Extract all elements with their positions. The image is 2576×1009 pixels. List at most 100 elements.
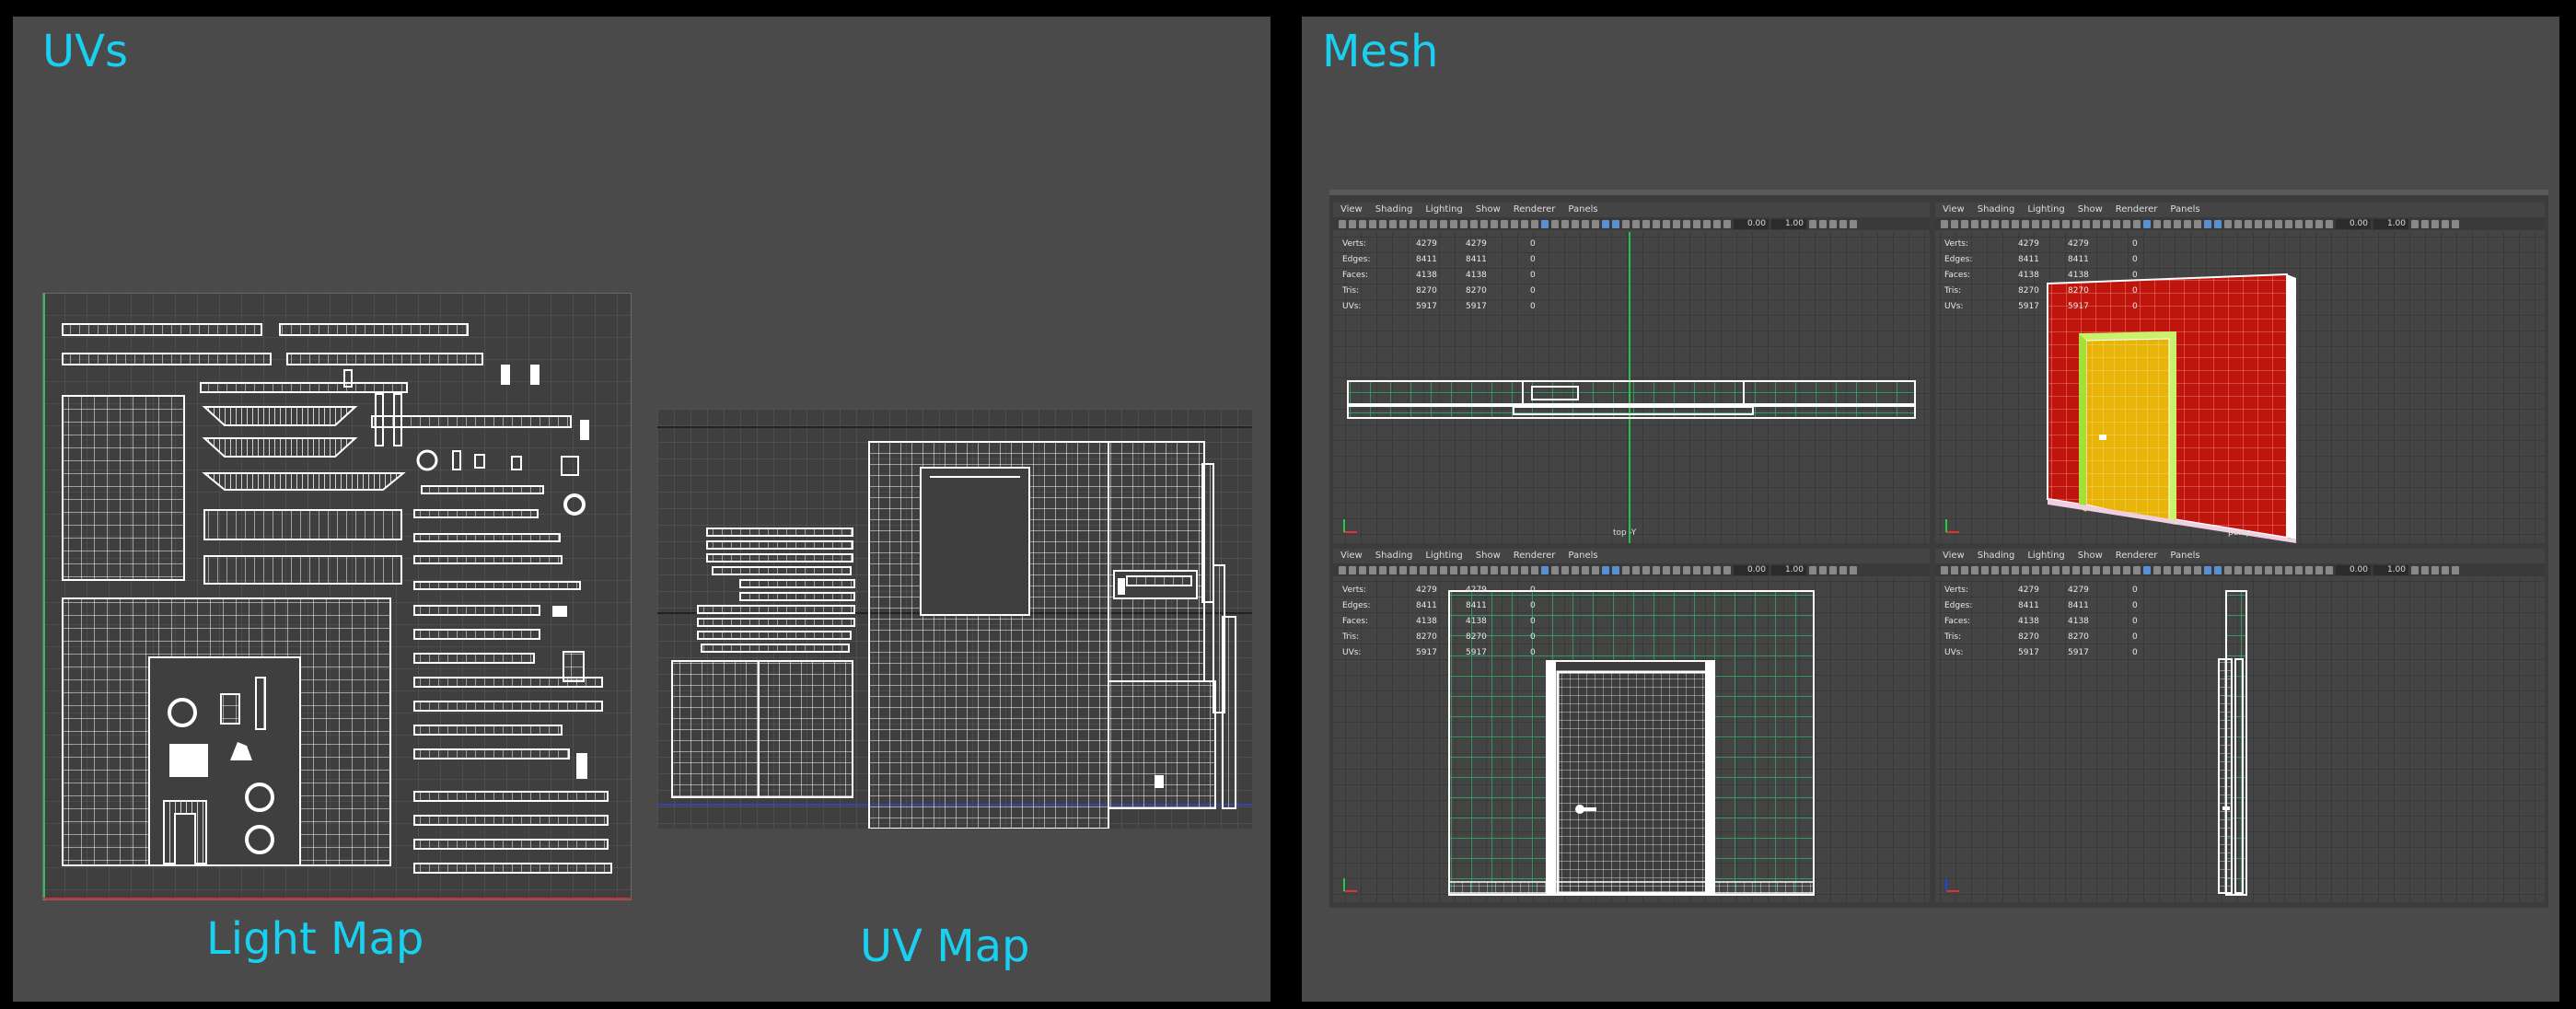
toolbar-icon[interactable]	[2214, 565, 2222, 574]
toolbar-icon[interactable]	[1440, 565, 1447, 574]
toolbar-icon[interactable]	[1491, 219, 1498, 228]
toolbar-icon[interactable]	[1632, 565, 1640, 574]
toolbar-icon[interactable]	[1541, 219, 1549, 228]
viewport-menu-shading[interactable]: Shading	[1375, 203, 1413, 215]
toolbar-icon[interactable]	[1551, 565, 1559, 574]
viewport-menu-renderer[interactable]: Renderer	[2115, 550, 2158, 561]
viewport-menu-show[interactable]: Show	[1475, 203, 1501, 215]
toolbar-icon[interactable]	[1693, 565, 1700, 574]
viewport-menu-renderer[interactable]: Renderer	[2115, 203, 2158, 215]
toolbar-icon[interactable]	[1480, 565, 1488, 574]
viewport-menu-shading[interactable]: Shading	[1977, 550, 2015, 561]
toolbar-icon[interactable]	[1602, 565, 1609, 574]
toolbar-icon[interactable]	[1551, 219, 1559, 228]
toolbar-icon[interactable]	[1819, 565, 1827, 574]
toolbar-icon[interactable]	[2452, 565, 2459, 574]
toolbar-icon[interactable]	[1653, 219, 1660, 228]
toolbar-icon[interactable]	[1723, 565, 1731, 574]
toolbar-icon[interactable]	[1399, 565, 1407, 574]
toolbar-icon[interactable]	[1521, 565, 1528, 574]
toolbar-icon[interactable]	[1582, 565, 1589, 574]
toolbar-icon[interactable]	[2113, 565, 2120, 574]
toolbar-icon[interactable]	[1941, 219, 1948, 228]
toolbar-icon[interactable]	[1839, 565, 1847, 574]
toolbar-icon[interactable]	[1349, 565, 1356, 574]
toolbar-icon[interactable]	[1642, 219, 1650, 228]
toolbar-icon[interactable]	[2255, 565, 2262, 574]
toolbar-icon[interactable]	[2245, 565, 2252, 574]
toolbar-icon[interactable]	[2153, 219, 2161, 228]
toolbar-icon[interactable]	[1420, 219, 1427, 228]
toolbar-icon[interactable]	[2002, 565, 2009, 574]
toolbar-icon[interactable]	[1389, 565, 1397, 574]
viewport-menu-view[interactable]: View	[1340, 203, 1363, 215]
toolbar-icon[interactable]	[2184, 565, 2191, 574]
toolbar-icon[interactable]	[1359, 219, 1366, 228]
toolbar-icon[interactable]	[2315, 219, 2323, 228]
toolbar-icon[interactable]	[2421, 565, 2429, 574]
toolbar-icon[interactable]	[2032, 219, 2039, 228]
toolbar-icon[interactable]	[1359, 565, 1366, 574]
toolbar-icon[interactable]	[2326, 565, 2333, 574]
toolbar-icon[interactable]	[1592, 565, 1599, 574]
toolbar-icon[interactable]	[1541, 565, 1549, 574]
toolbar-icon[interactable]	[1622, 219, 1630, 228]
viewport-menu-renderer[interactable]: Renderer	[1513, 203, 1556, 215]
viewport-menu-lighting[interactable]: Lighting	[2027, 203, 2065, 215]
toolbar-icon[interactable]	[2103, 219, 2110, 228]
toolbar-value-field[interactable]: 1.00	[2373, 218, 2408, 229]
toolbar-icon[interactable]	[1713, 219, 1721, 228]
toolbar-icon[interactable]	[2083, 219, 2090, 228]
toolbar-icon[interactable]	[1450, 565, 1457, 574]
toolbar-icon[interactable]	[1941, 565, 1948, 574]
light-map-uv-editor[interactable]	[42, 293, 632, 900]
toolbar-icon[interactable]	[1389, 219, 1397, 228]
toolbar-icon[interactable]	[1683, 565, 1690, 574]
toolbar-icon[interactable]	[1430, 565, 1437, 574]
toolbar-icon[interactable]	[2452, 219, 2459, 228]
toolbar-icon[interactable]	[2224, 219, 2232, 228]
toolbar-icon[interactable]	[1703, 219, 1711, 228]
toolbar-icon[interactable]	[2265, 219, 2272, 228]
toolbar-icon[interactable]	[2275, 565, 2282, 574]
viewport-menu-view[interactable]: View	[1943, 203, 1965, 215]
toolbar-icon[interactable]	[1420, 565, 1427, 574]
toolbar-icon[interactable]	[2002, 219, 2009, 228]
toolbar-icon[interactable]	[2052, 219, 2060, 228]
toolbar-icon[interactable]	[2143, 565, 2151, 574]
toolbar-icon[interactable]	[1410, 565, 1417, 574]
toolbar-icon[interactable]	[1961, 219, 1968, 228]
toolbar-icon[interactable]	[1663, 219, 1670, 228]
toolbar-icon[interactable]	[2326, 219, 2333, 228]
toolbar-icon[interactable]	[2083, 565, 2090, 574]
toolbar-icon[interactable]	[1440, 219, 1447, 228]
toolbar-icon[interactable]	[2245, 219, 2252, 228]
toolbar-icon[interactable]	[2184, 219, 2191, 228]
toolbar-value-field[interactable]: 0.00	[2336, 564, 2371, 575]
toolbar-icon[interactable]	[1602, 219, 1609, 228]
toolbar-icon[interactable]	[1531, 219, 1538, 228]
toolbar-icon[interactable]	[2153, 565, 2161, 574]
toolbar-icon[interactable]	[1339, 219, 1346, 228]
toolbar-icon[interactable]	[2052, 565, 2060, 574]
toolbar-icon[interactable]	[1981, 565, 1989, 574]
toolbar-icon[interactable]	[2062, 219, 2070, 228]
toolbar-icon[interactable]	[1612, 219, 1619, 228]
viewport-menu-show[interactable]: Show	[2077, 203, 2103, 215]
toolbar-icon[interactable]	[2431, 219, 2439, 228]
toolbar-icon[interactable]	[1561, 565, 1569, 574]
toolbar-icon[interactable]	[1379, 219, 1387, 228]
viewport-menu-show[interactable]: Show	[2077, 550, 2103, 561]
toolbar-icon[interactable]	[1622, 565, 1630, 574]
toolbar-icon[interactable]	[1339, 565, 1346, 574]
toolbar-icon[interactable]	[2305, 565, 2313, 574]
toolbar-icon[interactable]	[2285, 219, 2292, 228]
toolbar-icon[interactable]	[1663, 565, 1670, 574]
viewport-menu-renderer[interactable]: Renderer	[1513, 550, 1556, 561]
toolbar-icon[interactable]	[2174, 219, 2181, 228]
toolbar-icon[interactable]	[1511, 565, 1518, 574]
viewport-menu-panels[interactable]: Panels	[1568, 203, 1598, 215]
toolbar-icon[interactable]	[1561, 219, 1569, 228]
toolbar-icon[interactable]	[2234, 219, 2242, 228]
toolbar-icon[interactable]	[2315, 565, 2323, 574]
